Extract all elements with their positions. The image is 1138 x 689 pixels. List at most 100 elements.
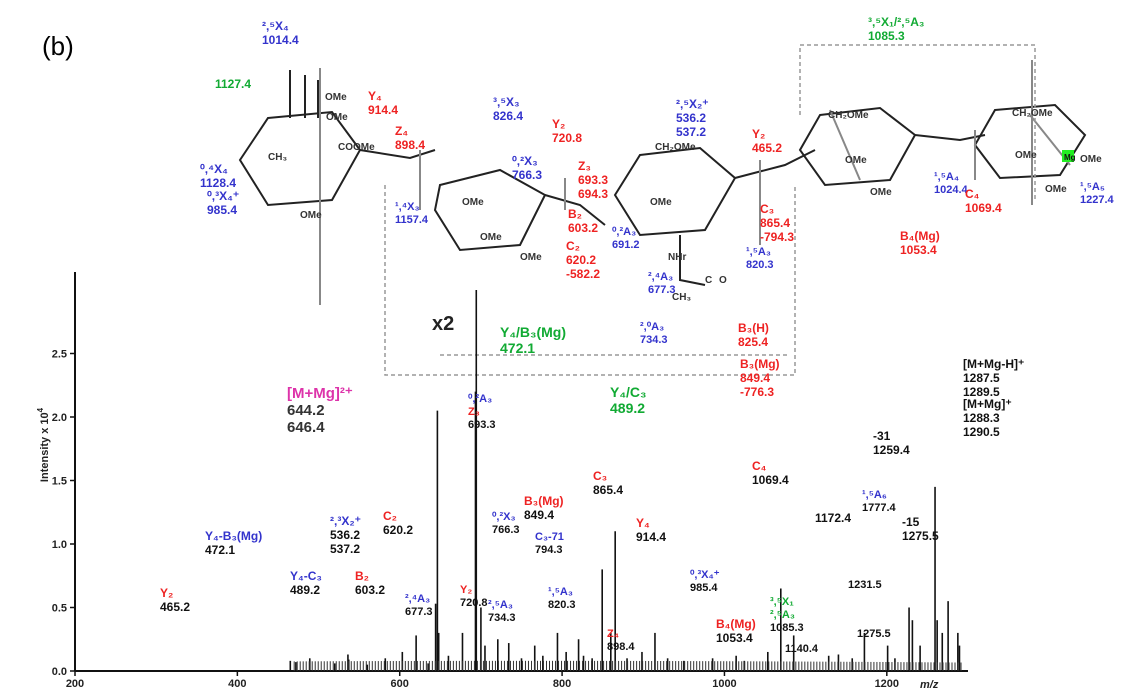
peak-label: 1140.4 (785, 643, 819, 655)
ome-label: OMe (480, 232, 502, 243)
ring-4 (798, 106, 917, 187)
ring-3 (613, 146, 737, 237)
ome-label: OMe (1045, 184, 1067, 195)
y-tick-label: 2.0 (52, 412, 67, 424)
peak-label: 1275.5 (857, 628, 891, 640)
ring-3-substituents (679, 235, 706, 286)
cleavage-marks (319, 60, 1071, 305)
structure-label: ⁰,³X₄⁺985.4 (207, 189, 239, 217)
c-label: C (705, 275, 712, 286)
panel-label: (b) (42, 31, 74, 61)
ch3-label: CH₃ (268, 152, 287, 163)
structure-label: Y₄/B₃(Mg)472.1 (500, 324, 566, 356)
y-ticks: 0.0 0.5 1.0 1.5 2.0 2.5 (52, 349, 75, 678)
ring-1-substituents (289, 70, 319, 118)
ome-label: OMe (326, 112, 348, 123)
ome-label: OMe (462, 197, 484, 208)
y-tick-label: 1.5 (52, 476, 67, 488)
mg-marker (1062, 150, 1074, 162)
linkage-3 (734, 149, 816, 179)
peak-label: B₃(Mg)849.4 (524, 494, 564, 522)
ome-label: OMe (1015, 150, 1037, 161)
ring-1 (238, 110, 362, 207)
peak-label: 1231.5 (848, 579, 882, 591)
ome-label: OMe (870, 187, 892, 198)
x-tick-label: 200 (66, 678, 84, 689)
ring-2 (433, 168, 547, 252)
ome-label: OMe (1080, 154, 1102, 165)
y-tick-label: 0.0 (52, 666, 67, 678)
nhr-label: NHr (668, 252, 686, 263)
mg-marker-label: Mg (1064, 153, 1076, 162)
zoom-label: x2 (432, 313, 454, 335)
peak-label: Y₄-B₃(Mg)472.1 (205, 529, 262, 557)
ome-label: OMe (845, 155, 867, 166)
ch2ome-label: CH₂OMe (1012, 108, 1053, 119)
ome-label: OMe (650, 197, 672, 208)
y-tick-label: 2.5 (52, 349, 67, 361)
y-axis-title: Intensity x 104 (36, 407, 51, 482)
structure-label: B₃(H)825.4 (738, 321, 769, 349)
o-label: O (719, 275, 727, 286)
structure-label: 1127.4 (215, 77, 251, 91)
ch3-label: CH₃ (672, 292, 691, 303)
linkage-2 (544, 194, 606, 226)
linkage-1 (359, 149, 436, 160)
fragment-boxes (384, 44, 1036, 376)
structure-label: B₄(Mg)1053.4 (900, 229, 940, 257)
x-axis-label: m/z (920, 679, 939, 689)
peak-label: 1172.4 (815, 511, 851, 525)
ome-label: OMe (325, 92, 347, 103)
y-tick-label: 0.5 (52, 603, 67, 615)
ch2ome-label: CH₂OMe (828, 110, 869, 121)
spectrum-peaks (289, 290, 962, 671)
x-tick-label: 1000 (712, 678, 736, 689)
linkage-4 (914, 134, 986, 142)
structure-label: B₃(Mg)849.4-776.3 (740, 357, 780, 399)
y-tick-label: 1.0 (52, 539, 67, 551)
x-tick-label: 400 (228, 678, 246, 689)
x-tick-label: 800 (553, 678, 571, 689)
ch2ome-label: CH₂OMe (655, 142, 696, 153)
